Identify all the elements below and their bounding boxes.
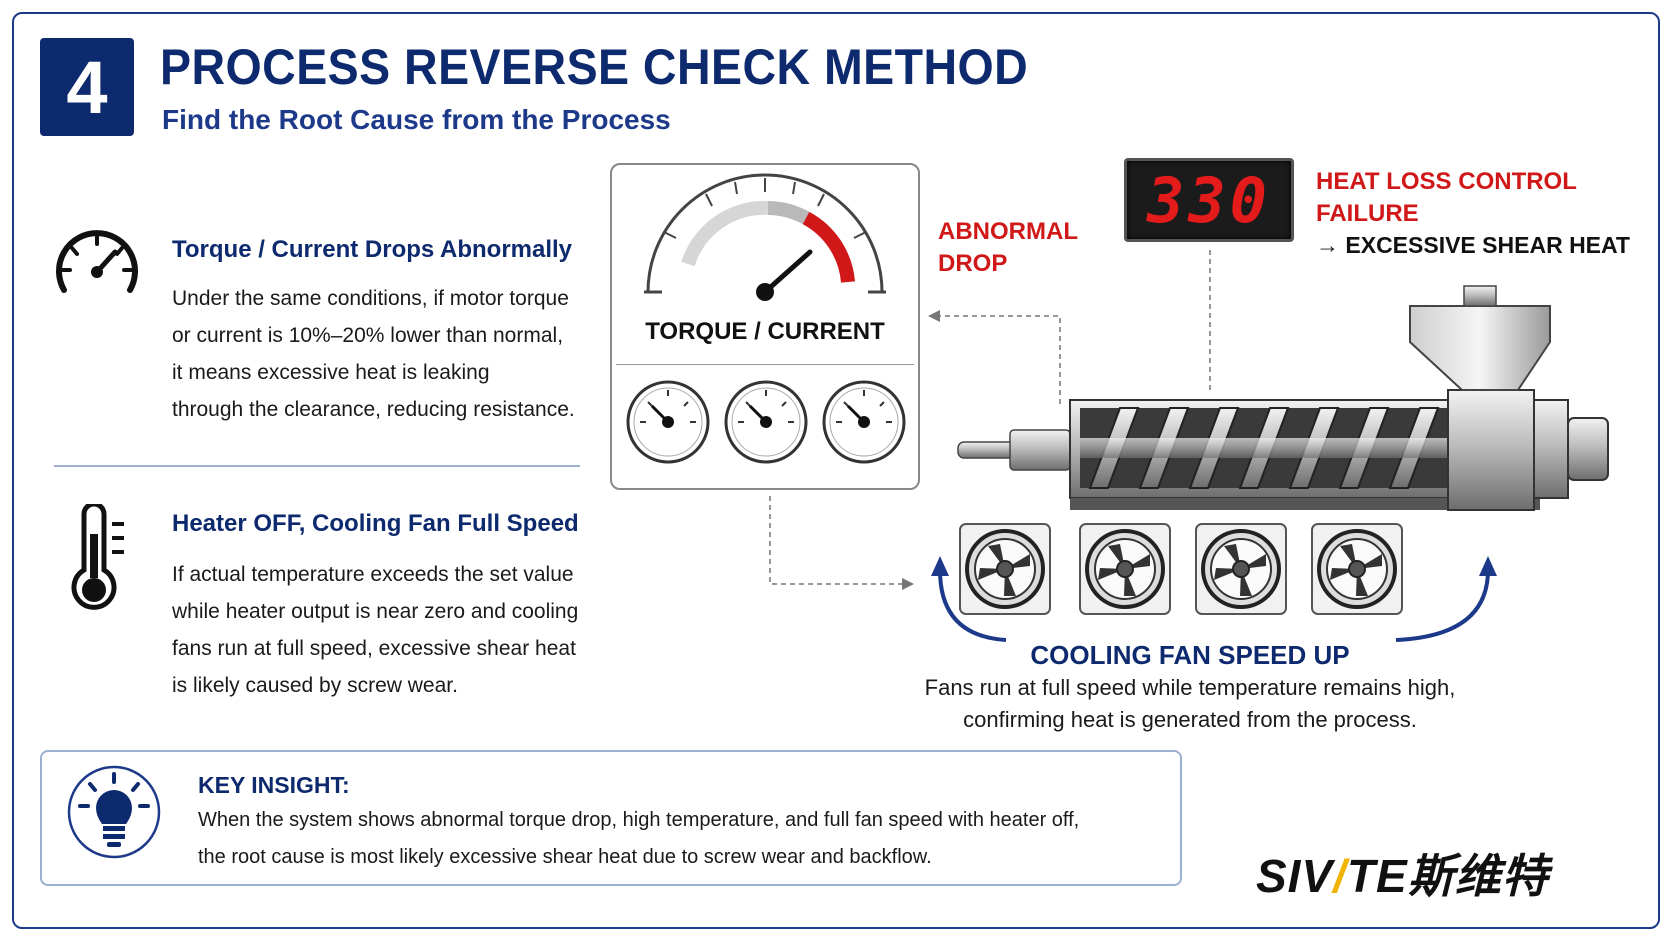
logo-accent: / [1333, 850, 1347, 902]
fan-icon [1311, 523, 1403, 615]
fan-icon [1079, 523, 1171, 615]
body-line: it means excessive heat is leaking [172, 361, 490, 384]
cooling-body: Fans run at full speed while temperature… [920, 672, 1460, 736]
body-line: If actual temperature exceeds the set va… [172, 563, 574, 586]
small-gauge-icon [822, 380, 906, 464]
cooling-heading: COOLING FAN SPEED UP [1030, 640, 1350, 670]
section-body-torque: Under the same conditions, if motor torq… [172, 280, 592, 428]
page-subtitle: Find the Root Cause from the Process [162, 104, 671, 135]
insight-line: the root cause is most likely excessive … [198, 846, 932, 868]
section-heading-torque: Torque / Current Drops Abnormally [172, 236, 573, 263]
logo-text-part2: TE [1346, 850, 1408, 902]
insight-body: When the system shows abnormal torque dr… [198, 802, 1079, 876]
gauge-icon [56, 230, 138, 293]
insight-heading: KEY INSIGHT: [198, 772, 350, 798]
heat-loss-label: HEAT LOSS CONTROL FAILURE [1316, 166, 1577, 230]
key-insight-box [40, 750, 1182, 886]
heat-loss-line: FAILURE [1316, 200, 1419, 227]
outer-frame [12, 12, 1660, 929]
airflow-arrows [931, 556, 1497, 642]
fan-icon [959, 523, 1051, 615]
thermometer-icon [71, 504, 124, 610]
abnormal-drop-label: ABNORMAL DROP [938, 216, 1078, 280]
body-line: through the clearance, reducing resistan… [172, 398, 575, 421]
lightbulb-icon [67, 765, 161, 859]
body-line: is likely caused by screw wear. [172, 674, 458, 697]
fan-icon [1195, 523, 1287, 615]
panel-separator [616, 364, 914, 365]
small-gauge-icon [724, 380, 808, 464]
cooling-line: Fans run at full speed while temperature… [924, 675, 1456, 700]
body-line: while heater output is near zero and coo… [172, 600, 579, 623]
extruder-illustration [957, 285, 1609, 511]
abnormal-drop-line: ABNORMAL [938, 218, 1078, 245]
gauge-label: TORQUE / CURRENT [645, 318, 885, 345]
page-title: PROCESS REVERSE CHECK METHOD [160, 39, 1029, 95]
excessive-shear-label: → EXCESSIVE SHEAR HEAT [1316, 232, 1630, 258]
section-heading-heater: Heater OFF, Cooling Fan Full Speed [172, 510, 579, 537]
abnormal-drop-line: DROP [938, 250, 1008, 277]
body-line: or current is 10%–20% lower than normal, [172, 324, 564, 347]
logo-text-part1: SIV [1256, 850, 1334, 902]
body-line: fans run at full speed, excessive shear … [172, 637, 576, 660]
section-number-badge: 4 [40, 38, 134, 136]
temperature-display: 330 [1124, 158, 1294, 242]
cooling-line: confirming heat is generated from the pr… [963, 707, 1417, 732]
torque-gauge-dial [644, 173, 886, 301]
temperature-value: 330 [1147, 163, 1271, 237]
insight-line: When the system shows abnormal torque dr… [198, 809, 1080, 831]
small-gauge-icon [626, 380, 710, 464]
heat-loss-line: HEAT LOSS CONTROL [1316, 168, 1577, 195]
body-line: Under the same conditions, if motor torq… [172, 287, 569, 310]
section-divider [54, 465, 580, 467]
company-logo: SIV/TE斯维特 [1256, 840, 1549, 906]
logo-chinese: 斯维特 [1407, 850, 1549, 902]
section-body-heater: If actual temperature exceeds the set va… [172, 556, 592, 704]
